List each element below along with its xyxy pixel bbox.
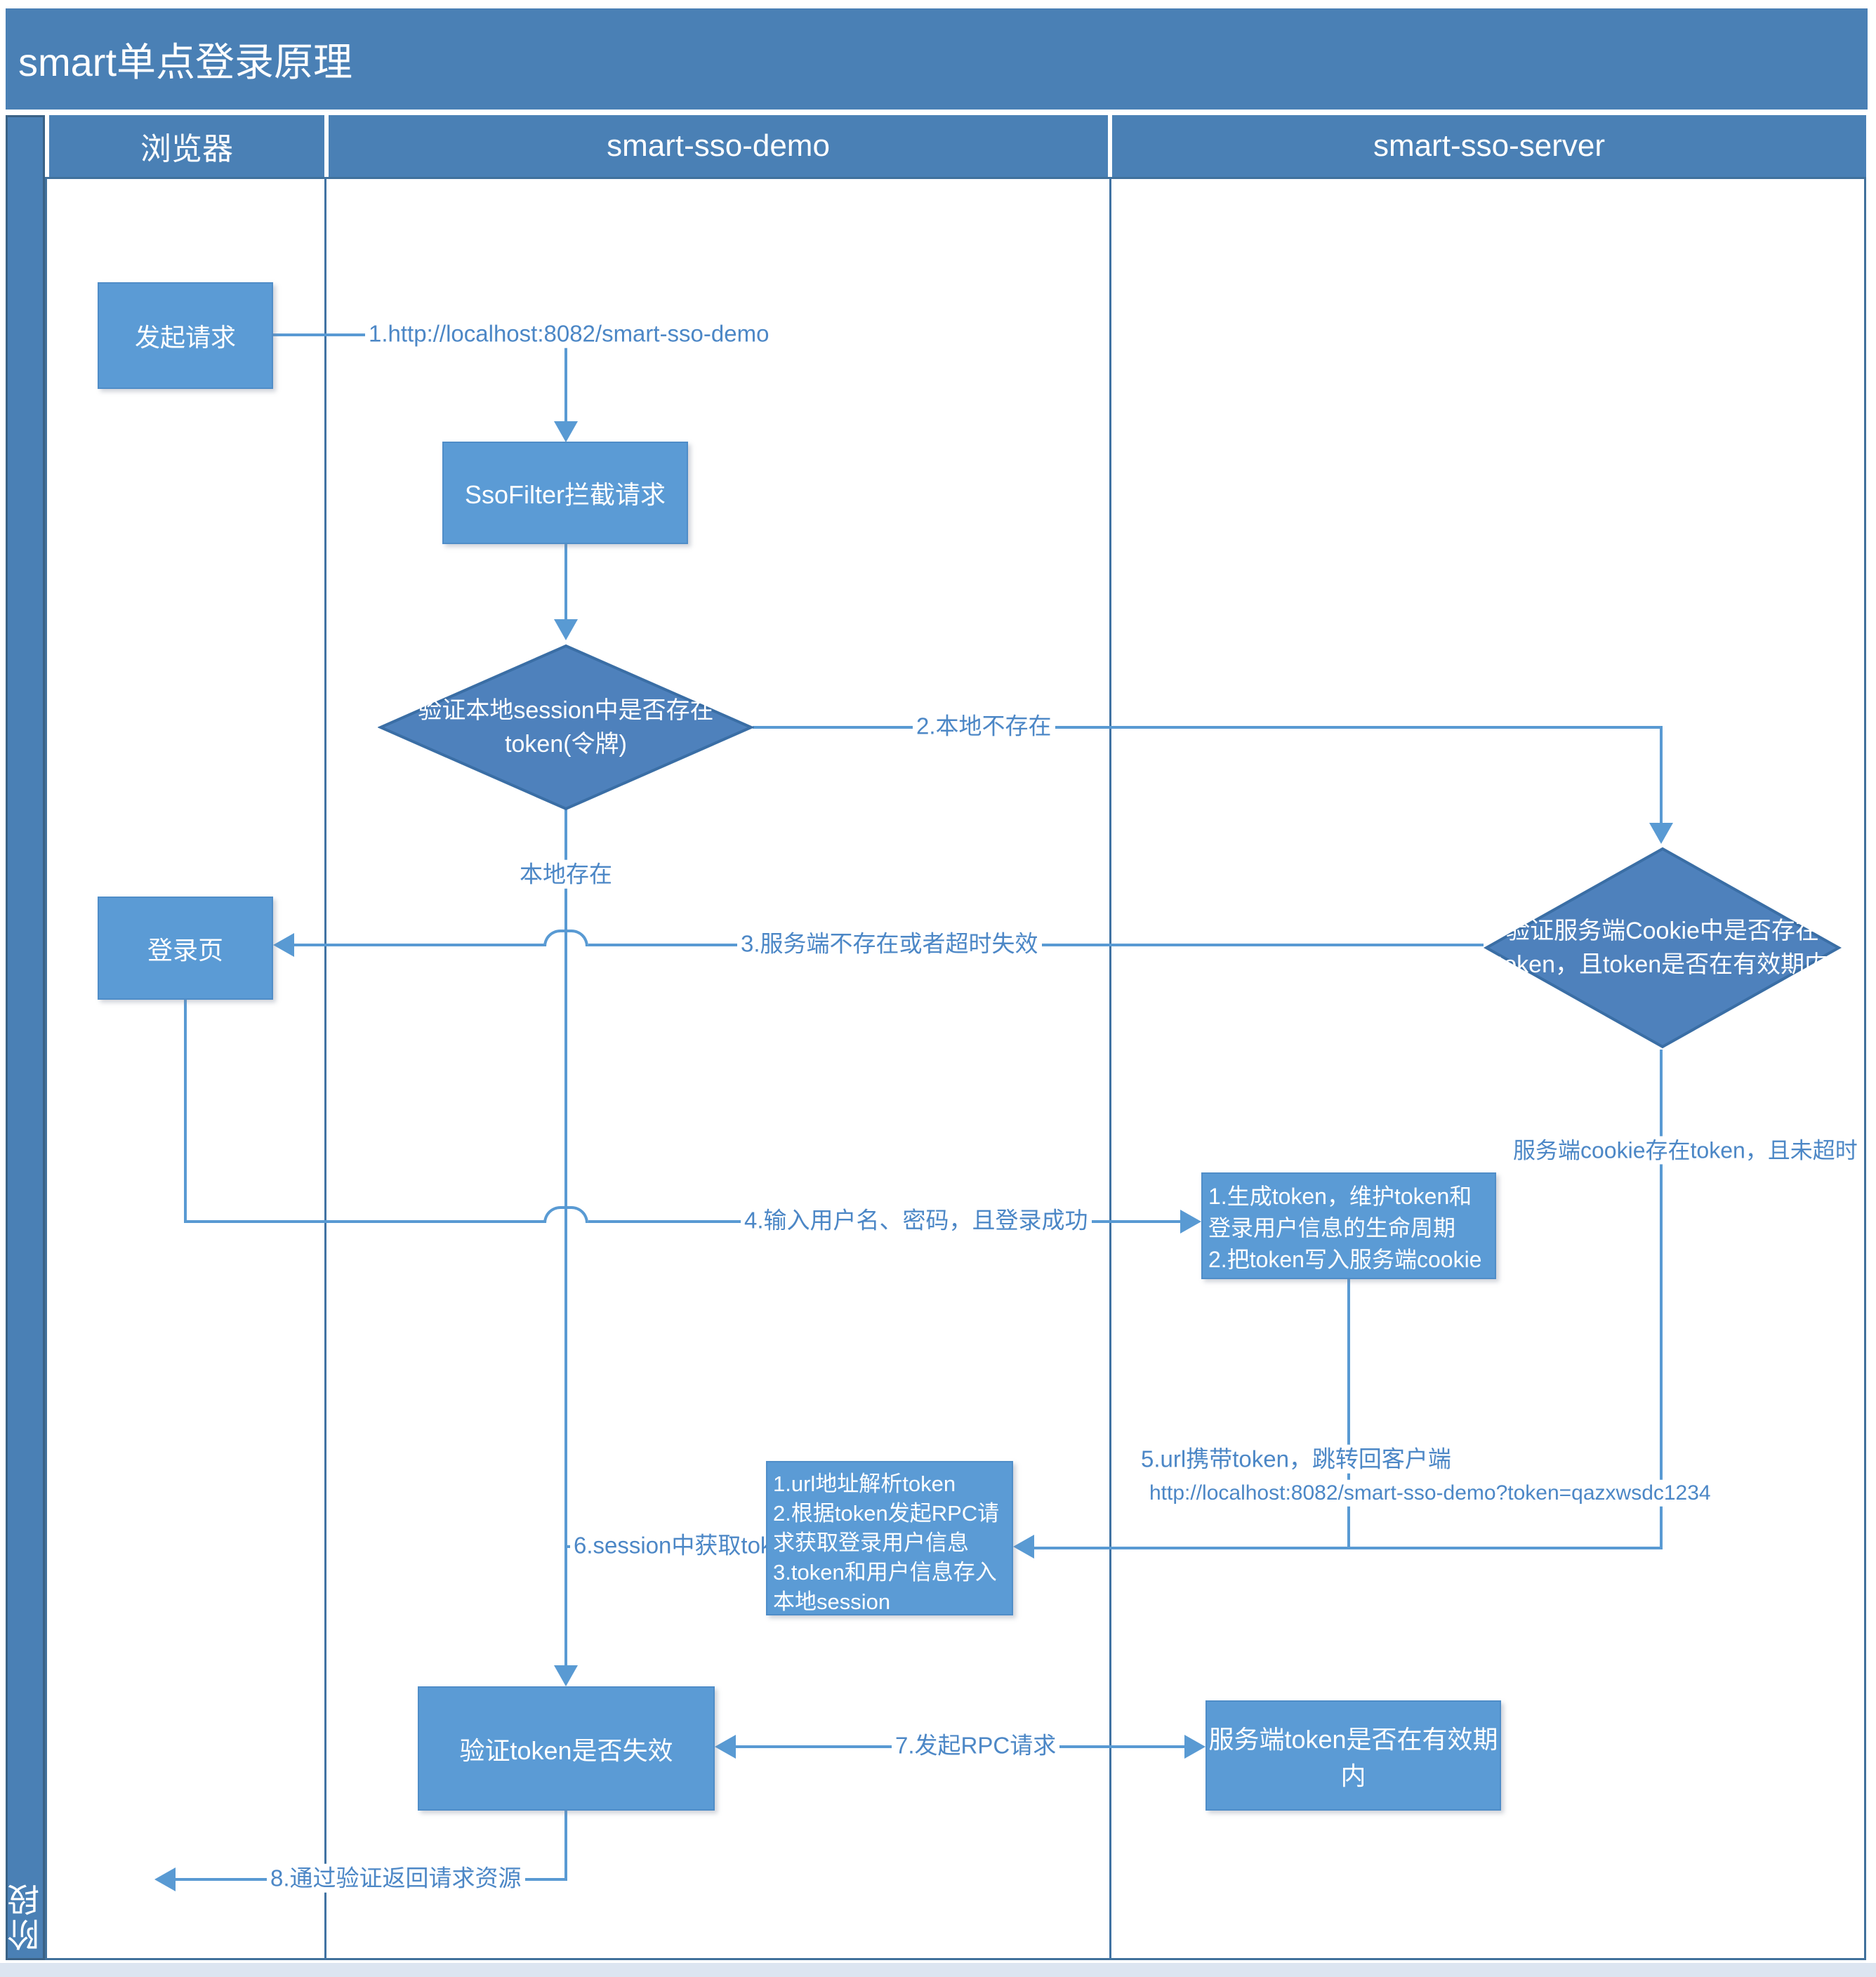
node-server-token-valid: 服务端token是否在有效期内	[1205, 1700, 1501, 1811]
diamond1-line1: 验证本地session中是否存在	[418, 697, 714, 724]
edge4-vline	[564, 809, 567, 1667]
lane-header-browser-label: 浏览器	[140, 132, 233, 166]
lane-divider-2	[1109, 177, 1111, 1960]
bottom-band	[0, 1963, 1876, 1977]
lane-header-browser: 浏览器	[49, 115, 324, 177]
diamond-shape	[1484, 847, 1842, 1049]
node-generate-token: 1.生成token，维护token和登录用户信息的生命周期 2.把token写入…	[1201, 1172, 1496, 1279]
node-verify-token: 验证token是否失效	[418, 1686, 715, 1811]
edge2-vline	[564, 544, 567, 619]
gen-token-line2: 2.把token写入服务端cookie	[1208, 1247, 1482, 1272]
edge-label-3: 3.服务端不存在或者超时失效	[737, 929, 1042, 958]
edge-label-8: 8.通过验证返回请求资源	[267, 1863, 525, 1893]
node-server-token-valid-label: 服务端token是否在有效期内	[1208, 1724, 1498, 1790]
diamond1-line2: token(令牌)	[505, 731, 627, 758]
node-start-request-label: 发起请求	[134, 323, 236, 352]
phase-label: 阶段	[7, 1881, 44, 1951]
edge5-hline-a	[294, 944, 545, 946]
edge-label-4: 4.输入用户名、密码，且登录成功	[741, 1205, 1092, 1235]
diamond2-line2: token，且token是否在有效期内	[1496, 951, 1829, 978]
edge1-arrowhead	[554, 421, 578, 442]
lane-header-server-label: smart-sso-server	[1373, 128, 1606, 163]
diamond2-line1: 验证服务端Cookie中是否存在	[1506, 918, 1819, 944]
edge6-hline-a	[184, 1220, 545, 1223]
node-start-request: 发起请求	[98, 282, 273, 389]
parse-token-line2: 2.根据token发起RPC请求获取登录用户信息	[773, 1501, 1000, 1555]
edge11-vline	[564, 1811, 567, 1881]
edge8-vline	[1347, 1279, 1350, 1548]
edge6-arrowhead	[1180, 1210, 1201, 1234]
edge1-vline	[564, 335, 567, 421]
node-sso-filter-label: SsoFilter拦截请求	[464, 480, 666, 509]
node-verify-token-label: 验证token是否失效	[459, 1735, 673, 1765]
phase-strip: 阶段	[6, 115, 45, 1960]
title-bar: smart单点登录原理	[6, 8, 1868, 110]
lane-header-server: smart-sso-server	[1112, 115, 1866, 177]
edge6-vline	[184, 1000, 187, 1223]
edge-label-7: 7.发起RPC请求	[892, 1731, 1060, 1760]
edge-label-6: 6.session中获取token	[570, 1530, 802, 1560]
node-login-page: 登录页	[98, 897, 273, 1000]
parse-token-line3: 3.token和用户信息存入本地session	[773, 1560, 997, 1614]
edge11-arrowhead	[154, 1867, 176, 1891]
parse-token-line1: 1.url地址解析token	[773, 1472, 956, 1496]
edge-label-2: 2.本地不存在	[913, 711, 1055, 741]
edge7-arrowhead	[1013, 1535, 1034, 1559]
edge-label-local-exists: 本地存在	[516, 859, 616, 889]
edge-label-5-line2: http://localhost:8082/smart-sso-demo?tok…	[1146, 1479, 1715, 1507]
diamond-shape	[378, 644, 754, 811]
edge10-arrowhead-right	[1184, 1735, 1205, 1759]
edge3-arrowhead	[1649, 823, 1673, 844]
edge3-vline	[1660, 727, 1663, 823]
edge5-arrowhead	[273, 933, 294, 957]
edge4-arrowhead	[554, 1665, 578, 1686]
lane-body	[45, 177, 1866, 1960]
edge-label-server-cookie: 服务端cookie存在token，且未超时	[1510, 1136, 1861, 1165]
edge7-hline	[1034, 1547, 1663, 1549]
edge-label-1: 1.http://localhost:8082/smart-sso-demo	[365, 319, 773, 348]
edge2-arrowhead	[554, 619, 578, 640]
node-parse-token: 1.url地址解析token 2.根据token发起RPC请求获取登录用户信息 …	[766, 1461, 1013, 1615]
lane-header-demo: smart-sso-demo	[329, 115, 1108, 177]
edge3-hline	[753, 726, 1663, 729]
edge-label-5-line1: 5.url携带token，跳转回客户端	[1137, 1444, 1455, 1474]
lane-divider-1	[324, 177, 326, 1960]
edge10-arrowhead-left	[715, 1735, 736, 1759]
diagram-title: smart单点登录原理	[18, 39, 352, 84]
node-check-local-session-text: 验证本地session中是否存在 token(令牌)	[378, 643, 754, 812]
node-sso-filter: SsoFilter拦截请求	[442, 442, 688, 544]
node-check-server-cookie: 验证服务端Cookie中是否存在 token，且token是否在有效期内	[1484, 846, 1842, 1050]
node-check-local-session: 验证本地session中是否存在 token(令牌)	[378, 643, 754, 812]
node-check-server-cookie-text: 验证服务端Cookie中是否存在 token，且token是否在有效期内	[1484, 846, 1842, 1050]
gen-token-line1: 1.生成token，维护token和登录用户信息的生命周期	[1208, 1184, 1472, 1241]
edge7-vline	[1660, 1050, 1663, 1549]
lane-header-demo-label: smart-sso-demo	[607, 128, 830, 163]
node-login-page-label: 登录页	[147, 935, 223, 965]
